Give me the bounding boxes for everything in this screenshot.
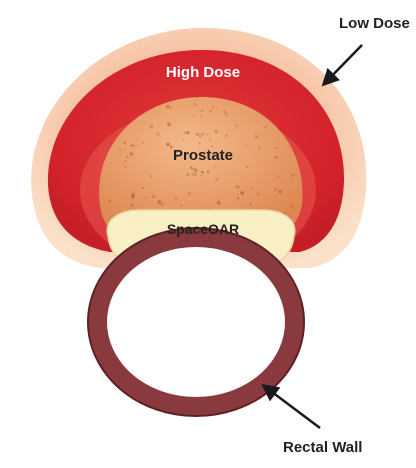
prostate-speckle bbox=[194, 168, 198, 172]
prostate-speckle bbox=[142, 187, 144, 189]
prostate-speckle bbox=[237, 197, 239, 199]
prostate-speckle bbox=[170, 107, 172, 109]
prostate-speckle bbox=[191, 173, 193, 175]
prostate-speckle bbox=[175, 197, 178, 200]
label-prostate: Prostate bbox=[173, 147, 233, 164]
prostate-speckle bbox=[193, 115, 195, 117]
prostate-speckle bbox=[216, 178, 218, 180]
prostate-speckle bbox=[275, 196, 277, 198]
prostate-speckle bbox=[201, 132, 204, 135]
prostate-speckle bbox=[235, 185, 239, 189]
prostate-speckle bbox=[275, 156, 278, 159]
prostate-speckle bbox=[201, 115, 203, 117]
prostate-speckle bbox=[264, 126, 266, 128]
prostate-speckle bbox=[236, 125, 238, 127]
prostate-speckle bbox=[199, 135, 202, 138]
prostate-speckle bbox=[215, 130, 218, 133]
prostate-speckle bbox=[143, 142, 145, 144]
prostate-speckle bbox=[123, 142, 126, 145]
prostate-speckle bbox=[158, 200, 162, 204]
prostate-speckle bbox=[166, 143, 170, 147]
prostate-speckle bbox=[152, 195, 155, 198]
prostate-speckle bbox=[183, 140, 185, 142]
prostate-speckle bbox=[274, 188, 277, 191]
prostate-speckle bbox=[188, 192, 191, 195]
prostate-speckle bbox=[209, 109, 212, 112]
prostate-speckle bbox=[200, 175, 202, 177]
prostate-speckle bbox=[157, 133, 160, 136]
prostate-speckle bbox=[277, 176, 279, 178]
prostate-speckle bbox=[124, 148, 126, 150]
prostate-speckle bbox=[207, 170, 210, 173]
prostate-speckle bbox=[196, 133, 199, 136]
label-spaceoar: SpaceOAR bbox=[167, 221, 239, 237]
prostate-speckle bbox=[167, 123, 171, 127]
prostate-speckle bbox=[291, 173, 294, 176]
prostate-speckle bbox=[255, 135, 258, 138]
prostate-speckle bbox=[237, 194, 239, 196]
prostate-speckle bbox=[225, 114, 228, 117]
prostate-speckle bbox=[225, 135, 227, 137]
prostate-speckle bbox=[119, 148, 121, 150]
prostate-speckle bbox=[145, 196, 147, 198]
prostate-speckle bbox=[108, 199, 111, 202]
prostate-speckle bbox=[213, 165, 215, 167]
prostate-speckle bbox=[126, 156, 128, 158]
low-dose-arrow bbox=[324, 45, 362, 84]
prostate-speckle bbox=[257, 121, 259, 123]
prostate-speckle bbox=[124, 160, 127, 163]
prostate-speckle bbox=[150, 125, 153, 128]
prostate-speckle bbox=[290, 215, 292, 217]
prostate-speckle bbox=[150, 175, 153, 178]
prostate-speckle bbox=[194, 103, 197, 106]
prostate-speckle bbox=[212, 106, 214, 108]
prostate-speckle bbox=[223, 111, 226, 114]
label-rectal-wall: Rectal Wall bbox=[283, 439, 362, 456]
prostate-speckle bbox=[131, 193, 135, 197]
prostate-speckle bbox=[257, 193, 259, 195]
prostate-speckle bbox=[184, 131, 187, 134]
prostate-speckle bbox=[251, 187, 253, 189]
prostate-speckle bbox=[217, 201, 221, 205]
prostate-speckle bbox=[278, 191, 282, 195]
prostate-speckle bbox=[245, 144, 247, 146]
prostate-speckle bbox=[249, 203, 252, 206]
rectal-wall-arrow bbox=[264, 386, 320, 428]
prostate-speckle bbox=[125, 166, 127, 168]
prostate-speckle bbox=[193, 173, 197, 177]
label-low-dose: Low Dose bbox=[339, 15, 410, 32]
prostate-speckle bbox=[246, 166, 248, 168]
prostate-speckle bbox=[206, 134, 208, 136]
prostate-speckle bbox=[190, 166, 193, 169]
rectal-wall-fill bbox=[98, 238, 294, 406]
prostate-speckle bbox=[201, 171, 204, 174]
prostate-speckle bbox=[186, 173, 189, 176]
label-high-dose: High Dose bbox=[166, 64, 240, 81]
prostate-speckle bbox=[130, 204, 134, 208]
prostate-speckle bbox=[135, 145, 137, 147]
prostate-speckle bbox=[290, 204, 294, 208]
prostate-speckle bbox=[201, 110, 203, 112]
prostate-speckle bbox=[276, 147, 278, 149]
prostate-speckle bbox=[186, 131, 189, 134]
prostate-speckle bbox=[199, 142, 201, 144]
prostate-speckle bbox=[131, 144, 134, 147]
prostate-speckle bbox=[180, 204, 182, 206]
prostate-speckle bbox=[240, 191, 244, 195]
prostate-speckle bbox=[166, 105, 170, 109]
prostate-speckle bbox=[258, 146, 261, 149]
prostate-speckle bbox=[130, 152, 134, 156]
prostate-speckle bbox=[209, 138, 211, 140]
